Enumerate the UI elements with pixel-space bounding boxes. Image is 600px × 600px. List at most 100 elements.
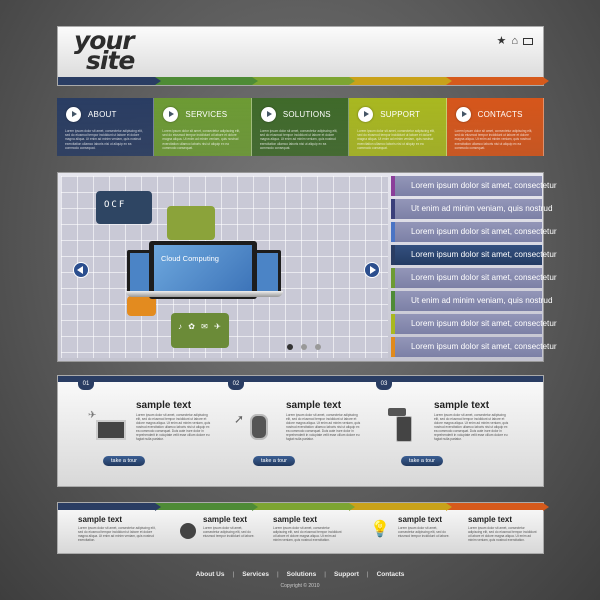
color-bar-segment — [155, 77, 258, 85]
site-header: your site ★ ⌂ — [57, 26, 549, 86]
footer-link-services[interactable]: Services — [242, 571, 269, 578]
logo-line2: site — [86, 46, 135, 75]
info-text: Lorem ipsum dolor sit amet, consectetur … — [78, 526, 156, 542]
image-slider: OCF ♪ ✿ ✉ ✈ Cloud Computing Lorem ipsum … — [57, 172, 557, 362]
play-icon[interactable] — [163, 107, 179, 122]
footer-link-solutions[interactable]: Solutions — [286, 571, 317, 578]
slider-menu-item[interactable]: Ut enim ad minim veniam, quis nostrud — [391, 199, 553, 219]
site-logo[interactable]: your site — [74, 28, 135, 75]
nav-label: SOLUTIONS — [282, 110, 331, 119]
menu-color-tab — [391, 314, 395, 334]
pagination-dot[interactable] — [301, 344, 307, 350]
copyright: Copyright © 2010 — [280, 583, 320, 589]
footer-navigation: About Us|Services|Solutions|Support|Cont… — [0, 571, 600, 578]
color-bar-segment — [155, 503, 258, 511]
pagination-dot[interactable] — [287, 344, 293, 350]
slider-prev-arrow-icon[interactable] — [73, 262, 89, 278]
footer-link-support[interactable]: Support — [333, 571, 359, 578]
menu-color-tab — [391, 337, 395, 357]
play-icon[interactable] — [66, 107, 81, 122]
feature-title: sample text — [136, 400, 192, 411]
info-text: Lorem ipsum dolor sit amet, consectetur … — [203, 526, 255, 538]
nav-item-support[interactable]: SUPPORT Lorem ipsum dolor sit amet, conse… — [349, 98, 447, 156]
play-icon[interactable] — [260, 107, 276, 122]
header-color-bar — [58, 77, 549, 85]
laptop-icon: ✈ — [84, 408, 134, 448]
slider-menu-item[interactable]: Lorem ipsum dolor sit amet, consectetur — [391, 245, 557, 265]
footer-link-about-us[interactable]: About Us — [195, 571, 225, 578]
footer-separator: | — [276, 571, 279, 578]
menu-item-label: Lorem ipsum dolor sit amet, consectetur — [411, 181, 557, 190]
menu-item-label: Lorem ipsum dolor sit amet, consectetur — [411, 319, 557, 328]
slider-menu-item[interactable]: Lorem ipsum dolor sit amet, consectetur — [391, 268, 557, 288]
menu-color-tab — [391, 222, 395, 242]
slider-next-arrow-icon[interactable] — [364, 262, 380, 278]
nav-label: SERVICES — [185, 110, 228, 119]
slider-pagination — [287, 344, 321, 350]
color-bar-segment — [349, 77, 452, 85]
feature-title: sample text — [434, 400, 490, 411]
take-a-tour-button[interactable]: take a tour — [401, 456, 443, 466]
pagination-dot[interactable] — [315, 344, 321, 350]
menu-item-label: Lorem ipsum dolor sit amet, consectetur — [411, 273, 557, 282]
header-icons: ★ ⌂ — [496, 36, 533, 47]
color-bar-segment — [58, 503, 161, 511]
screen-caption: Cloud Computing — [161, 254, 219, 263]
color-bar-segment — [349, 503, 452, 511]
take-a-tour-button[interactable]: take a tour — [253, 456, 295, 466]
play-icon[interactable] — [455, 107, 471, 122]
info-title: sample text — [203, 515, 248, 524]
menu-color-tab — [391, 245, 395, 265]
menu-color-tab — [391, 176, 395, 196]
play-icon[interactable] — [358, 107, 374, 122]
color-bar-segment — [446, 77, 549, 85]
nav-description: Lorem ipsum dolor sit amet, consectetur … — [162, 129, 241, 150]
nav-description: Lorem ipsum dolor sit amet, consectetur … — [357, 129, 435, 150]
slider-menu-item[interactable]: Ut enim ad minim veniam, quis nostrud — [391, 291, 553, 311]
speech-bubble-green — [167, 206, 215, 240]
slider-menu-item[interactable]: Lorem ipsum dolor sit amet, consectetur — [391, 337, 557, 357]
feature-text: Lorem ipsum dolor sit amet, consectetur … — [434, 413, 509, 441]
speech-bubble-orange — [127, 296, 156, 316]
phone-icon — [382, 408, 432, 448]
slide-image: OCF ♪ ✿ ✉ ✈ Cloud Computing — [61, 176, 388, 358]
info-title: sample text — [468, 515, 513, 524]
info-color-bar — [58, 503, 549, 511]
slider-menu-item[interactable]: Lorem ipsum dolor sit amet, consectetur — [391, 176, 557, 196]
slider-menu-item[interactable]: Lorem ipsum dolor sit amet, consectetur — [391, 222, 557, 242]
info-title: sample text — [78, 515, 123, 524]
features-top-strip — [58, 376, 543, 382]
feature-text: Lorem ipsum dolor sit amet, consectetur … — [286, 413, 361, 441]
home-icon[interactable]: ⌂ — [511, 35, 518, 47]
color-bar-segment — [58, 77, 161, 85]
menu-color-tab — [391, 199, 395, 219]
menu-item-label: Ut enim ad minim veniam, quis nostrud — [411, 296, 553, 305]
color-bar-segment — [252, 77, 355, 85]
menu-item-label: Lorem ipsum dolor sit amet, consectetur — [411, 250, 557, 259]
star-icon[interactable]: ★ — [496, 35, 507, 47]
slider-menu-item[interactable]: Lorem ipsum dolor sit amet, consectetur — [391, 314, 557, 334]
avatar-icon — [180, 523, 196, 539]
speech-bubble-dark: OCF — [96, 191, 152, 224]
feature-number: 03 — [376, 380, 392, 390]
nav-item-services[interactable]: SERVICES Lorem ipsum dolor sit amet, cons… — [154, 98, 252, 156]
menu-item-label: Lorem ipsum dolor sit amet, consectetur — [411, 227, 557, 236]
footer-separator: | — [324, 571, 326, 578]
bubble-icons-text: ♪ ✿ ✉ ✈ — [178, 322, 223, 331]
info-text: Lorem ipsum dolor sit amet, consectetur … — [398, 526, 450, 538]
footer-link-contacts[interactable]: Contacts — [376, 571, 405, 578]
envelope-icon[interactable] — [523, 38, 533, 45]
nav-label: SUPPORT — [380, 110, 421, 119]
take-a-tour-button[interactable]: take a tour — [103, 456, 145, 466]
